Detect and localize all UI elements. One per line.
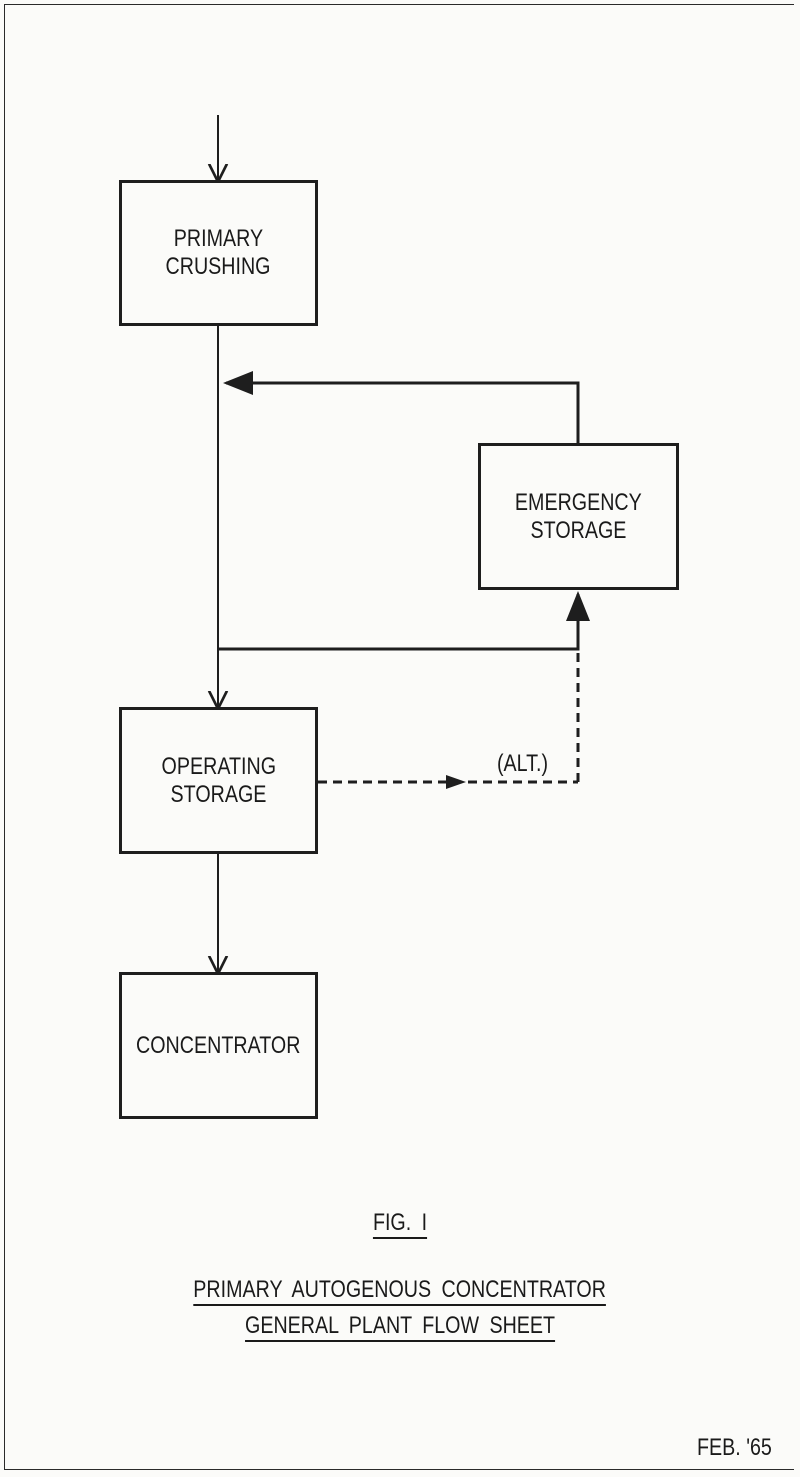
caption-title-line-2: GENERAL PLANT FLOW SHEET xyxy=(0,1312,800,1340)
primary-crushing-label-2: CRUSHING xyxy=(166,253,271,280)
primary-crushing-box: PRIMARY CRUSHING xyxy=(119,180,318,326)
primary-crushing-label-1: PRIMARY xyxy=(173,225,264,252)
operating-storage-label-2: STORAGE xyxy=(170,780,267,808)
alternate-route-label: (ALT.) xyxy=(497,750,549,777)
emergency-storage-box: EMERGENCY STORAGE xyxy=(478,443,679,590)
branch-to-emergency-line xyxy=(218,591,590,651)
emergency-storage-label-2: STORAGE xyxy=(530,516,627,544)
figure-number: FIG. I xyxy=(0,1209,800,1237)
alternate-arrowhead xyxy=(446,775,466,789)
caption-title-line-1: PRIMARY AUTOGENOUS CONCENTRATOR xyxy=(0,1276,800,1304)
return-from-emergency-line xyxy=(223,371,580,443)
concentrator-label: CONCENTRATOR xyxy=(136,1031,301,1059)
concentrator-box: CONCENTRATOR xyxy=(119,972,318,1119)
caption-title-line-2-text: GENERAL PLANT FLOW SHEET xyxy=(244,1312,556,1339)
operating-storage-label-1: OPERATING xyxy=(161,752,276,780)
operating-storage-box: OPERATING STORAGE xyxy=(119,707,318,854)
page-border xyxy=(4,4,794,1470)
emergency-storage-label-1: EMERGENCY xyxy=(515,488,642,516)
date-stamp: FEB. '65 xyxy=(697,1434,772,1461)
caption-title-line-1-text: PRIMARY AUTOGENOUS CONCENTRATOR xyxy=(193,1276,607,1303)
figure-number-text: FIG. I xyxy=(372,1209,428,1236)
